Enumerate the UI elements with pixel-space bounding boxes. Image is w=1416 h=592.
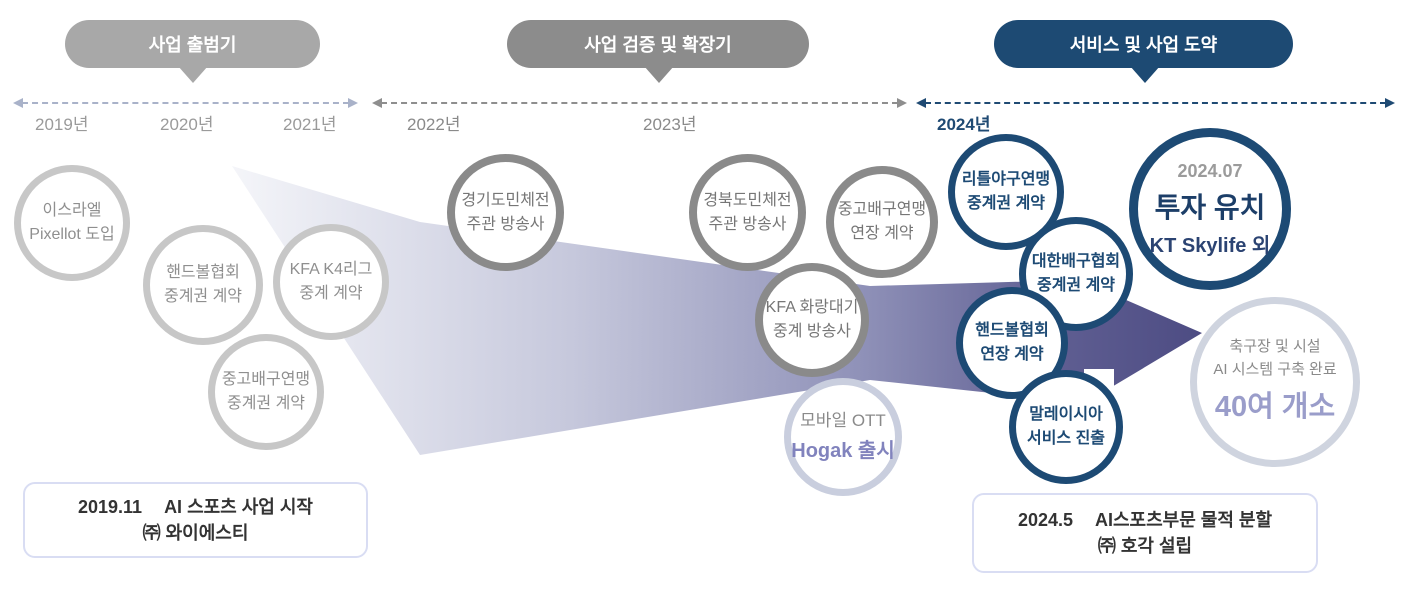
milestone-kfa-k4-line2: 중계 계약 [299, 285, 363, 302]
year-label-2023: 2023년 [643, 115, 697, 134]
timeline-1-right-arrow-icon [348, 98, 358, 108]
milestone-volleyball-2020: 중고배구연맹 중계권 계약 [208, 334, 324, 450]
phase-pill-expansion: 사업 검증 및 확장기 [507, 20, 809, 68]
milestone-kva-line2: 중계권 계약 [1036, 277, 1116, 294]
milestone-stadiums-line1: 축구장 및 시설 [1229, 338, 1321, 355]
timeline-segment-2 [381, 102, 898, 104]
milestone-malaysia-line1: 말레이시아 [1029, 406, 1103, 423]
milestone-investment: 2024.07 투자 유치 KT Skylife 외 [1129, 128, 1291, 290]
timeline-2-left-arrow-icon [372, 98, 382, 108]
milestone-handball-2020-line2: 중계권 계약 [163, 288, 243, 305]
milestone-gyeonggi-line1: 경기도민체전 [461, 191, 550, 209]
milestone-hogak-line1: 모바일 OTT [800, 411, 886, 431]
milestone-investment-date: 2024.07 [1177, 160, 1243, 181]
milestone-little-baseball-line2: 중계권 계약 [966, 195, 1046, 212]
note-box-ysti: 2019.11 AI 스포츠 사업 시작 ㈜ 와이에스티 [23, 482, 368, 558]
milestone-volleyball-ext-line2: 연장 계약 [850, 225, 914, 242]
note-box-ysti-date: 2019.11 [77, 496, 143, 517]
milestone-handball-2020: 핸드볼협회 중계권 계약 [143, 225, 263, 345]
milestone-handball-ext-line2: 연장 계약 [980, 346, 1044, 363]
milestone-kfa-k4-line1: KFA K4리그 [289, 261, 373, 278]
milestone-pixellot-line2: Pixellot 도입 [29, 226, 115, 243]
phase-pill-leap-tail [1130, 66, 1160, 83]
milestone-gyeongbuk: 경북도민체전 주관 방송사 [689, 154, 806, 271]
note-box-ysti-title: AI 스포츠 사업 시작 [164, 496, 313, 517]
phase-pill-launch: 사업 출범기 [65, 20, 320, 68]
milestone-kfa-hwarang: KFA 화랑대기 중계 방송사 [755, 263, 869, 377]
milestone-malaysia: 말레이시아 서비스 진출 [1009, 370, 1123, 484]
milestone-volleyball-ext: 중고배구연맹 연장 계약 [826, 166, 938, 278]
milestone-kfa-k4: KFA K4리그 중계 계약 [273, 224, 389, 340]
milestone-hogak-line2: Hogak 출시 [791, 439, 895, 462]
milestone-volleyball-2020-line2: 중계권 계약 [226, 395, 306, 412]
milestone-stadiums-count: 40여 개소 [1214, 390, 1336, 423]
timeline-1-left-arrow-icon [13, 98, 23, 108]
year-label-2022: 2022년 [407, 115, 461, 134]
year-label-2024: 2024년 [937, 115, 991, 134]
milestone-stadiums-line2: AI 시스템 구축 완료 [1213, 361, 1337, 379]
milestone-volleyball-ext-line1: 중고배구연맹 [837, 201, 927, 218]
phase-pill-leap: 서비스 및 사업 도약 [994, 20, 1293, 68]
year-label-2020: 2020년 [160, 115, 214, 134]
timeline-segment-3 [925, 102, 1386, 104]
milestone-little-baseball: 리틀야구연맹 중계권 계약 [948, 134, 1064, 250]
milestone-little-baseball-line1: 리틀야구연맹 [961, 171, 1051, 188]
phase-pill-launch-label: 사업 출범기 [148, 35, 237, 55]
milestone-pixellot: 이스라엘 Pixellot 도입 [14, 165, 130, 281]
phase-pill-expansion-tail [644, 66, 674, 83]
timeline-segment-1 [22, 102, 349, 104]
note-box-hogak-line1: 2024.5 AI스포츠부문 물적 분할 [1018, 507, 1272, 533]
milestone-kfa-hwarang-line2: 중계 방송사 [772, 323, 852, 340]
milestone-handball-2020-line1: 핸드볼협회 [166, 264, 240, 281]
note-box-ysti-subtitle: ㈜ 와이에스티 [142, 523, 249, 543]
timeline-3-left-arrow-icon [916, 98, 926, 108]
milestone-volleyball-2020-line1: 중고배구연맹 [221, 371, 311, 388]
timeline-2-right-arrow-icon [897, 98, 907, 108]
milestone-handball-ext-line1: 핸드볼협회 [975, 322, 1049, 339]
milestone-gyeongbuk-line1: 경북도민체전 [703, 191, 792, 209]
milestone-stadiums: 축구장 및 시설 AI 시스템 구축 완료 40여 개소 [1190, 297, 1360, 467]
milestone-kfa-hwarang-line1: KFA 화랑대기 [765, 299, 859, 316]
year-label-2019: 2019년 [35, 115, 89, 134]
milestone-malaysia-line2: 서비스 진출 [1026, 430, 1106, 447]
milestone-handball-ext: 핸드볼협회 연장 계약 [956, 287, 1068, 399]
milestone-investment-subtitle: KT Skylife 외 [1149, 234, 1271, 257]
milestone-pixellot-line1: 이스라엘 [42, 202, 102, 219]
year-label-2021: 2021년 [283, 115, 337, 134]
timeline-3-right-arrow-icon [1385, 98, 1395, 108]
milestone-gyeonggi-line2: 주관 방송사 [466, 215, 545, 233]
note-box-ysti-line1: 2019.11 AI 스포츠 사업 시작 [78, 494, 313, 520]
note-box-hogak-date: 2024.5 [1017, 509, 1073, 530]
phase-pill-expansion-label: 사업 검증 및 확장기 [584, 35, 732, 55]
note-box-hogak-title: AI스포츠부문 물적 분할 [1095, 509, 1273, 530]
phase-pill-leap-label: 서비스 및 사업 도약 [1069, 35, 1218, 55]
note-box-hogak: 2024.5 AI스포츠부문 물적 분할 ㈜ 호각 설립 [972, 493, 1318, 573]
milestone-hogak: 모바일 OTT Hogak 출시 [784, 378, 902, 496]
milestone-gyeonggi: 경기도민체전 주관 방송사 [447, 154, 564, 271]
milestone-kva-line1: 대한배구협회 [1031, 253, 1121, 270]
phase-pill-launch-tail [178, 66, 208, 83]
milestone-gyeongbuk-line2: 주관 방송사 [708, 215, 787, 233]
milestone-investment-title: 투자 유치 [1154, 191, 1266, 223]
note-box-hogak-subtitle: ㈜ 호각 설립 [1097, 536, 1193, 556]
